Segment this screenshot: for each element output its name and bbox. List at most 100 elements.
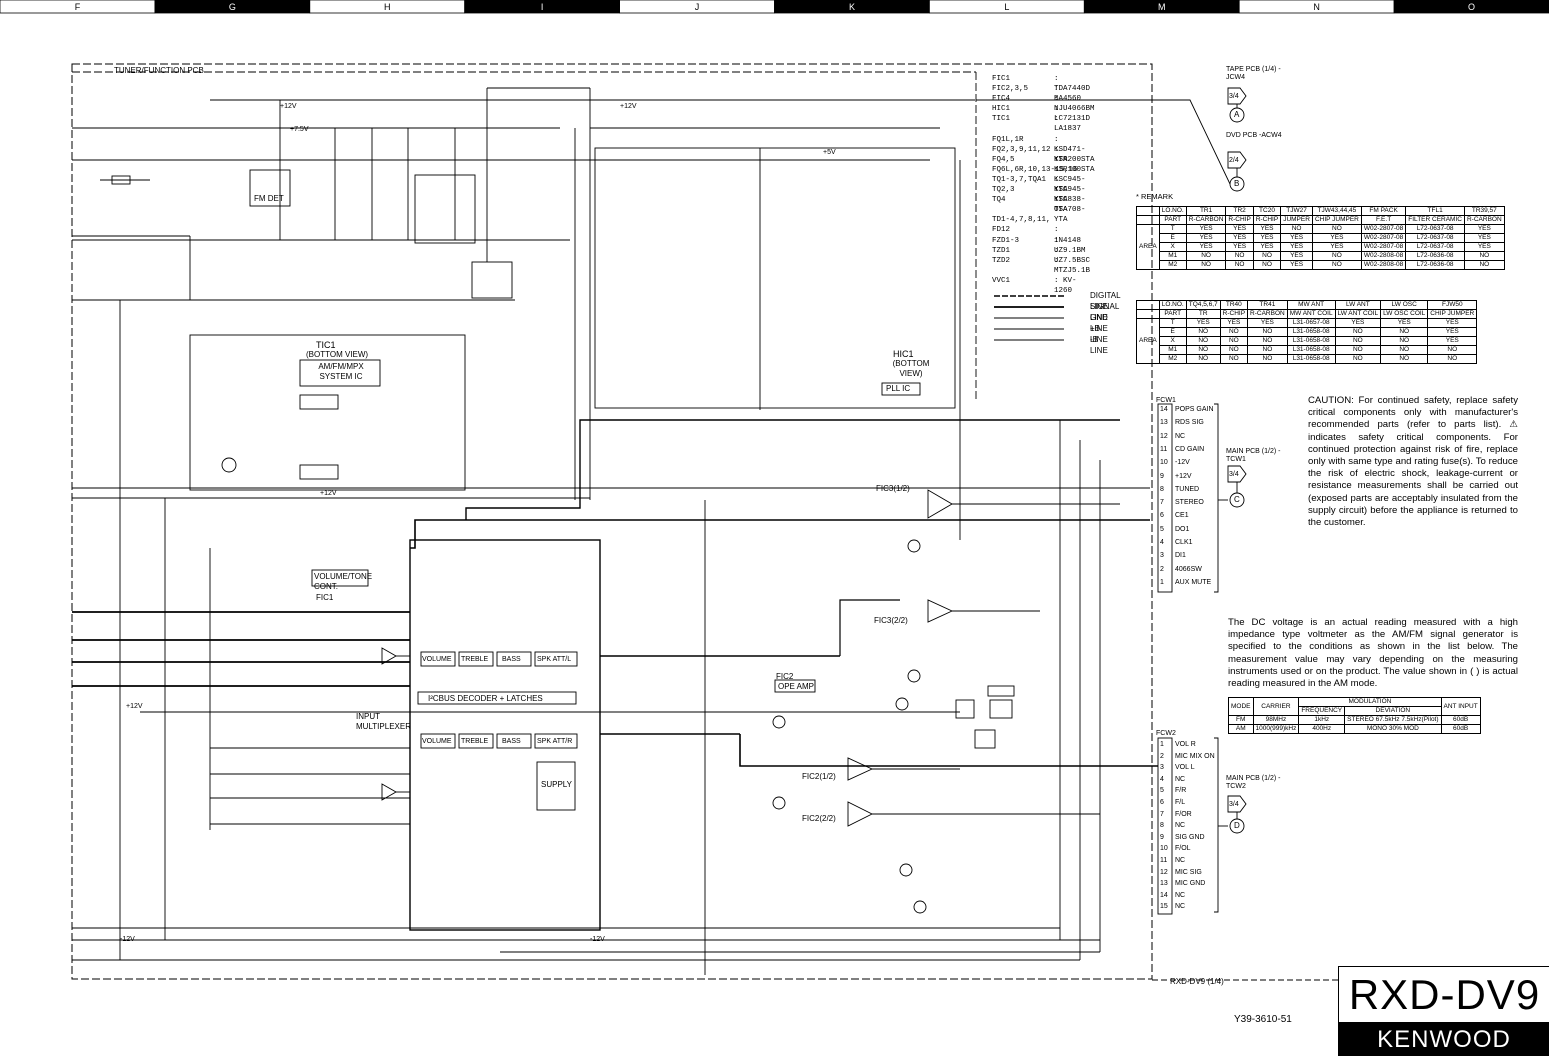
remark-cell: M1 xyxy=(1158,251,1187,261)
component-part: : NJU4066BM xyxy=(1054,95,1095,114)
remark-cell: X xyxy=(1158,242,1187,252)
remark-cell: YES xyxy=(1252,224,1282,234)
fcw1-label: FCW1 xyxy=(1156,397,1176,404)
remark-header-cell: TR2 xyxy=(1225,206,1254,216)
hic1-desc: PLL IC xyxy=(886,384,911,393)
connector-pin-number: 1 xyxy=(1160,578,1164,586)
component-ref: FQ1L,1R xyxy=(992,135,1024,144)
volume-tone-label: VOLUME/TONE CONT. xyxy=(314,572,373,591)
remark-header-cell: LO.NO. xyxy=(1158,206,1187,216)
remark-cell: NO xyxy=(1185,260,1227,270)
main-pcb-tcw1-label: MAIN PCB (1/2) -TCW1 xyxy=(1226,448,1281,463)
component-part: : KSR100STA xyxy=(1054,155,1095,174)
tape-page-ref: 3/4 xyxy=(1229,93,1239,100)
remark-sub-cell: R-CHIP xyxy=(1225,215,1254,225)
remark-corner xyxy=(1136,206,1160,216)
component-row: FZD1-3: UZ9.1BM xyxy=(992,236,1086,255)
component-row: FQ4,5 : KSR100STA xyxy=(992,155,1095,174)
remark-sub-cell: R-CARBON xyxy=(1247,309,1288,319)
main-d-page-ref: 3/4 xyxy=(1229,801,1239,808)
remark-cell: L31-0658-08 xyxy=(1286,327,1336,337)
legend-plus-b: +B LINE xyxy=(1090,324,1108,344)
connector-pin-number: 7 xyxy=(1160,499,1164,507)
main-c-marker: C xyxy=(1234,495,1240,504)
dvd-b-marker: B xyxy=(1234,179,1240,188)
supply-label: SUPPLY xyxy=(541,780,572,789)
remark-cell: NO xyxy=(1219,327,1249,337)
remark-sub-cell: MW ANT COIL xyxy=(1286,309,1336,319)
remark-cell: L72-0636-08 xyxy=(1405,260,1465,270)
document-number: Y39-3610-51 xyxy=(1234,1014,1292,1025)
component-part: : KSC945-YTA xyxy=(1054,175,1086,205)
remark-corner xyxy=(1136,309,1160,319)
remark-cell: NO xyxy=(1380,327,1429,337)
remark-cell: L31-0658-08 xyxy=(1286,345,1336,355)
remark-cell: YES xyxy=(1280,242,1313,252)
connector-pin-label: CD GAIN xyxy=(1175,445,1205,453)
component-ref: TQ1-3,7,TQA1 xyxy=(992,175,1047,184)
component-ref: TIC1 xyxy=(992,115,1011,124)
remark-cell: NO xyxy=(1334,327,1382,337)
grid-column-letter: F xyxy=(75,2,81,12)
remark-sub-cell: LW ANT COIL xyxy=(1334,309,1382,319)
component-ref: TZD1 xyxy=(992,246,1011,255)
remark-cell: E xyxy=(1158,327,1187,337)
remark-cell: NO xyxy=(1252,260,1282,270)
remark-cell: NO xyxy=(1380,336,1429,346)
component-part: : TSA708-YTA xyxy=(1054,196,1086,225)
remark-sub-cell: FILTER CERAMIC xyxy=(1405,215,1465,225)
remark-header-cell: TQ4,5,6,7 xyxy=(1185,300,1221,310)
connector-pin-number: 8 xyxy=(1160,822,1164,830)
remark-cell: NO xyxy=(1463,251,1505,261)
fic1-block-volume-r: VOLUME xyxy=(422,738,452,745)
mod-cell: 1000(999)kHz xyxy=(1252,724,1300,734)
remark-header-cell: TC20 xyxy=(1252,206,1282,216)
tic1-label: TIC1 xyxy=(316,340,336,350)
remark-cell: NO xyxy=(1185,251,1227,261)
mod-cell: 400Hz xyxy=(1298,724,1346,734)
connector-pin-label: NC xyxy=(1175,432,1186,440)
fic1-block-volume-l: VOLUME xyxy=(422,656,452,663)
remark-cell: NO xyxy=(1311,260,1362,270)
remark-sub-cell: CHIP JUMPER xyxy=(1427,309,1478,319)
remark-cell: YES xyxy=(1463,233,1505,243)
component-ref: TD1-4,7,8,11, xyxy=(992,216,1051,225)
component-row: TD1-4,7,8,11, xyxy=(992,215,1078,225)
remark-sub-cell: PART xyxy=(1158,309,1187,319)
remark-cell: NO xyxy=(1252,251,1282,261)
connector-pin-label: POPS GAIN xyxy=(1175,406,1214,413)
component-ref: FQ4,5 xyxy=(992,155,1015,164)
component-row xyxy=(992,266,1078,276)
remark-cell: NO xyxy=(1225,251,1254,261)
remark-cell: NO xyxy=(1427,345,1478,355)
connector-pin-number: 11 xyxy=(1160,857,1168,864)
brand-name: KENWOOD xyxy=(1377,1026,1511,1053)
component-ref: FZD1-3 xyxy=(992,236,1020,245)
component-ref: FIC2,3,5 xyxy=(992,85,1029,94)
connector-pin-label: STEREO xyxy=(1175,499,1204,507)
component-row: FIC1: TDA7440D xyxy=(992,74,1090,93)
main-d-marker: D xyxy=(1234,821,1240,830)
remark-sub-cell: F.E.T xyxy=(1360,215,1407,225)
component-row: FQ1L,1R: KSD471-YTA xyxy=(992,135,1086,164)
tic1-desc: AM/FM/MPX SYSTEM IC xyxy=(318,362,364,381)
hic1-label: HIC1 xyxy=(893,349,914,359)
remark-cell: NO xyxy=(1334,354,1382,364)
component-row: TIC1: LA1837 xyxy=(992,114,1081,133)
connector-pin-number: 4 xyxy=(1160,775,1164,783)
remark-header-cell: TR41 xyxy=(1247,300,1288,310)
remark-cell: L72-0637-08 xyxy=(1405,242,1465,252)
connector-pin-label: AUX MUTE xyxy=(1175,578,1212,586)
remark-header-cell: TR1 xyxy=(1185,206,1227,216)
component-part: : 1N4148 xyxy=(1054,226,1082,245)
component-row xyxy=(992,205,1078,215)
connector-pin-number: 5 xyxy=(1160,787,1164,795)
remark-sub-cell: TR xyxy=(1185,309,1221,319)
remark-cell: X xyxy=(1158,336,1187,346)
component-part: : KSR200STA xyxy=(1054,145,1095,164)
fic1-block-spkatt-r: SPK ATT/R xyxy=(537,738,573,745)
remark-cell: NO xyxy=(1219,345,1249,355)
